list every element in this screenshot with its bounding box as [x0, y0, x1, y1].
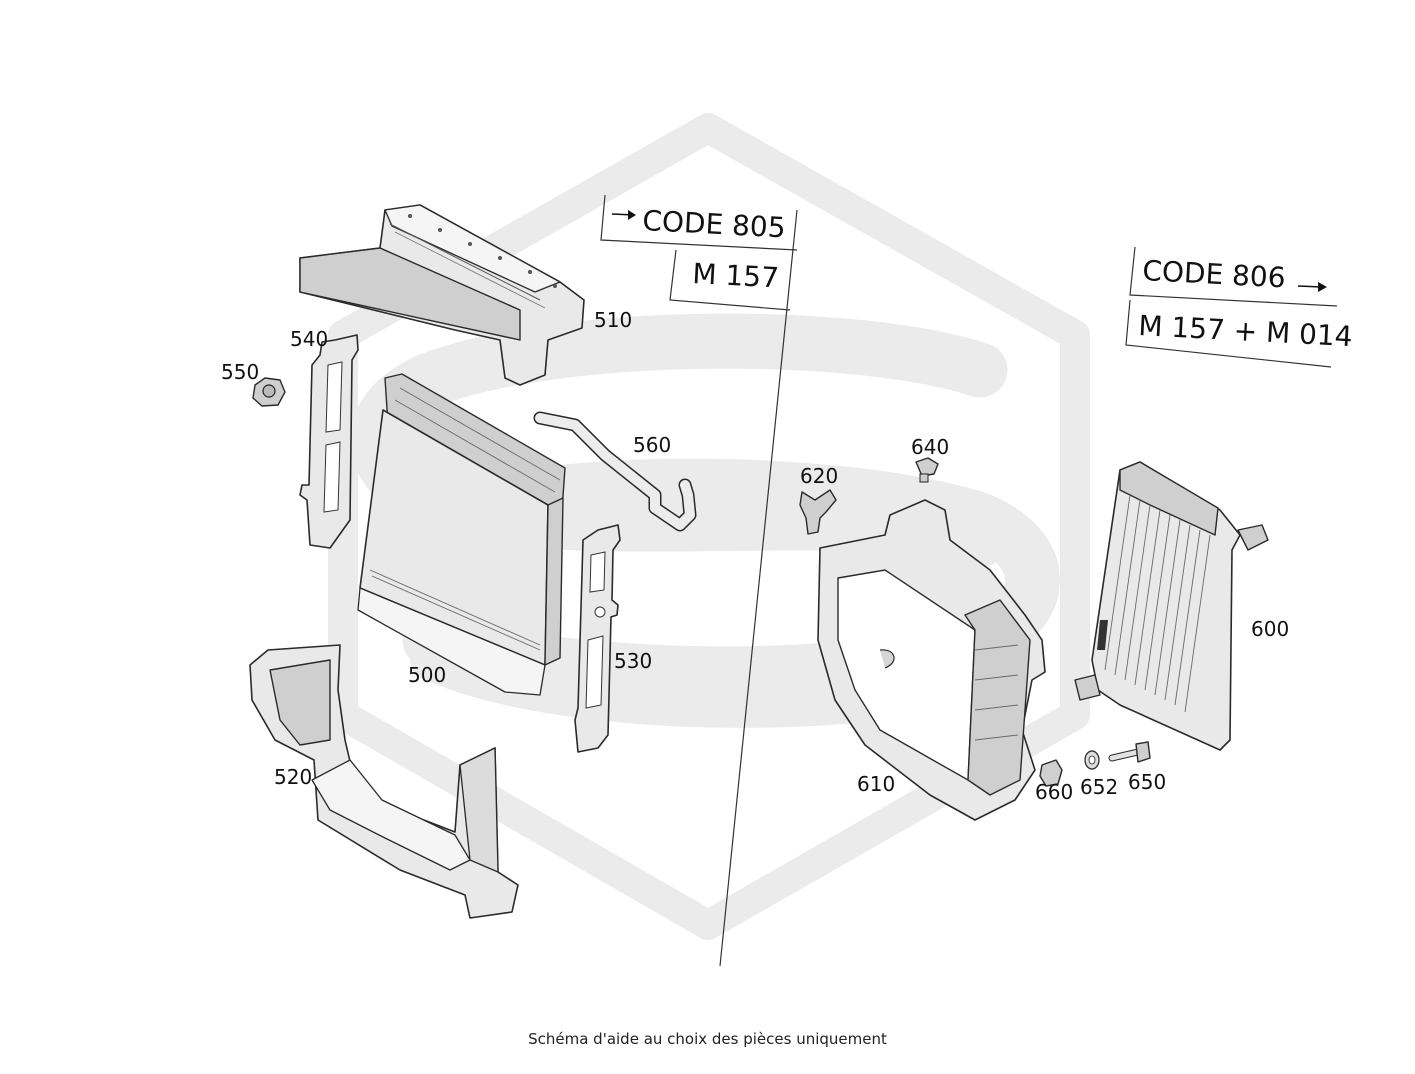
part-labels: 510 540 550 560 530 500 520 620 640 600 … [221, 308, 1289, 804]
part-510-upper-duct [299, 204, 585, 386]
part-560-hose [533, 411, 697, 532]
part-540-left-bracket [299, 334, 359, 549]
divider-line [719, 209, 798, 967]
caption: Schéma d'aide au choix des pièces unique… [528, 1030, 887, 1048]
label-500: 500 [408, 663, 446, 687]
label-550: 550 [221, 360, 259, 384]
code-806-subtitle: M 157 + M 014 [1138, 309, 1354, 353]
part-640-bolt [915, 457, 939, 483]
label-620: 620 [800, 464, 838, 488]
label-600: 600 [1251, 617, 1289, 641]
code-806-title: CODE 806 [1142, 254, 1287, 294]
part-650-bolt [1108, 741, 1151, 763]
part-620-clip [799, 489, 837, 535]
label-652: 652 [1080, 775, 1118, 799]
code-box-right: CODE 806 M 157 + M 014 [1125, 246, 1354, 368]
label-640: 640 [911, 435, 949, 459]
label-520: 520 [274, 765, 312, 789]
label-560: 560 [633, 433, 671, 457]
label-650: 650 [1128, 770, 1166, 794]
label-530: 530 [614, 649, 652, 673]
label-540: 540 [290, 327, 328, 351]
code-box-left: CODE 805 M 157 [600, 194, 798, 311]
part-500-radiator [357, 373, 566, 696]
part-600-radiator [1074, 461, 1269, 751]
label-510: 510 [594, 308, 632, 332]
label-660: 660 [1035, 780, 1073, 804]
part-550-nut [252, 377, 286, 407]
code-805-subtitle: M 157 [692, 257, 780, 294]
code-805-title: CODE 805 [642, 204, 787, 244]
part-610-frame [817, 499, 1046, 821]
part-660-plug [1039, 759, 1063, 787]
label-610: 610 [857, 772, 895, 796]
part-530-right-bracket [574, 524, 621, 753]
part-520-lower-duct [249, 644, 519, 919]
part-652-washer [1084, 750, 1100, 770]
